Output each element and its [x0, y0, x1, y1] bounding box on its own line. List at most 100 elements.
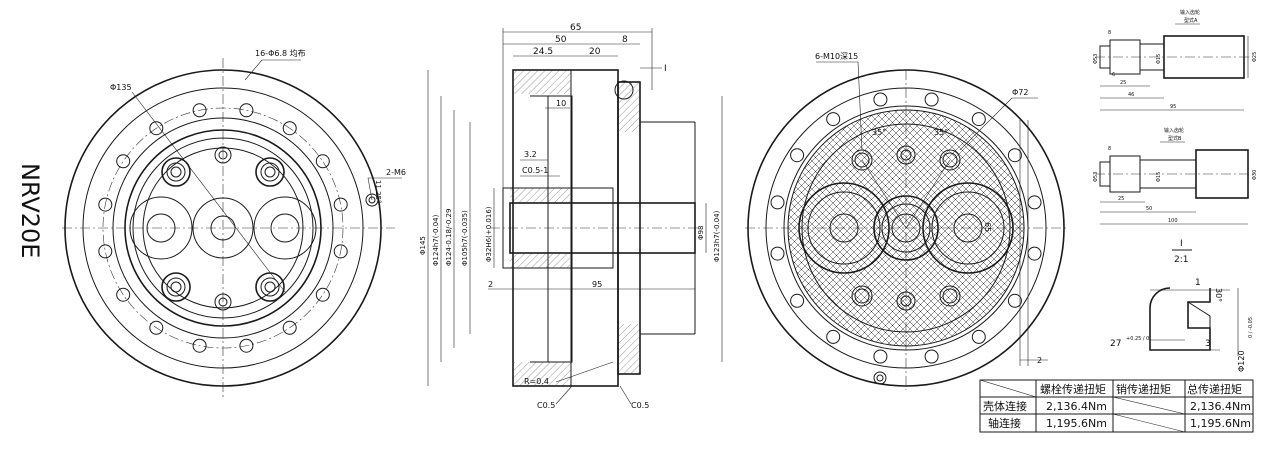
rear-view: 6-M10深15 Φ72 35° 35° 65 2 — [745, 52, 1068, 390]
angle-right: 35° — [934, 128, 948, 137]
bolt-hole — [149, 320, 164, 335]
detail-dim-3: 3 — [1205, 339, 1211, 349]
dim-10: 10 — [556, 99, 566, 108]
shaft-a-dim-8: 8 — [1108, 30, 1111, 36]
table-cell: 1,195.6Nm — [1190, 417, 1251, 430]
shaft-a-dim-46: 46 — [1128, 92, 1134, 98]
bolt-hole — [826, 112, 841, 127]
bolt-hole — [333, 197, 348, 212]
shaft-a-dim-25: 25 — [1120, 80, 1126, 86]
chamfer-c05-1: C0.5-1 — [522, 166, 548, 175]
bolt-hole — [333, 244, 348, 259]
dia-72-label: Φ72 — [1012, 88, 1028, 97]
bolt-hole — [315, 287, 330, 302]
chamfer-left: C0.5 — [537, 401, 555, 410]
bolt-hole — [790, 148, 805, 163]
bolt-hole — [1007, 148, 1022, 163]
table-row-label: 轴连接 — [988, 416, 1021, 430]
bolt-hole — [239, 338, 254, 353]
dia-124: Φ124-0.18/-0.29 — [445, 209, 453, 266]
dia-124h7: Φ124h7(-0.04) — [432, 214, 440, 266]
shaft-b-dia-15: Φ15 — [1156, 172, 1162, 182]
shaft-type-a: 输入齿轮 型式A 8 Φ53 6 Φ15 25 46 95 Φ25 — [1093, 9, 1258, 111]
table-header-pin: 销传递扭矩 — [1116, 382, 1171, 396]
shaft-a-dim-6: 6 — [1112, 72, 1115, 78]
dia-123h7: Φ123h7(-0.04) — [713, 210, 721, 262]
table-cell: 1,195.6Nm — [1046, 417, 1107, 430]
tap-note-m10: 6-M10深15 — [815, 52, 858, 61]
detail-angle: 30° — [1214, 288, 1223, 302]
bolt-hole — [98, 197, 113, 212]
detail-dia-120: Φ120 — [1237, 350, 1246, 372]
shaft-b-title-1: 输入齿轮 — [1164, 127, 1184, 134]
bolt-hole — [971, 329, 986, 344]
bolt-hole — [239, 103, 254, 118]
bolt-hole — [282, 121, 297, 136]
dim-20: 20 — [589, 47, 601, 57]
bolt-hole — [282, 320, 297, 335]
bolt-hole — [315, 154, 330, 169]
shaft-type-b: 输入齿轮 型式B 8 Φ53 Φ15 25 50 100 Φ30 — [1093, 127, 1258, 225]
dia-105h7: Φ105h7(-0.035) — [461, 210, 469, 266]
shaft-a-dim-95: 95 — [1170, 104, 1176, 110]
bolt-hole — [116, 287, 131, 302]
angle-note: 11.25° — [374, 180, 382, 204]
dim-50: 50 — [555, 35, 567, 45]
dia-145: Φ145 — [419, 236, 427, 255]
shaft-b-dia-53: Φ53 — [1093, 172, 1099, 182]
dim-8: 8 — [622, 35, 628, 45]
bolt-hole — [1027, 195, 1042, 210]
dia-32h6: Φ32H6(+0.016) — [485, 206, 493, 262]
detail-i: I 2:1 1 30° 27 +0.25 / 0 3 Φ120 0 / -0.0… — [1110, 239, 1254, 372]
bolt-hole — [192, 103, 207, 118]
shaft-b-dim-25: 25 — [1118, 196, 1124, 202]
bolt-hole — [192, 338, 207, 353]
bolt-hole — [924, 349, 939, 364]
bolt-hole — [1027, 246, 1042, 261]
bolt-hole — [873, 349, 888, 364]
table-row-label: 壳体连接 — [983, 399, 1027, 413]
detail-scale: 2:1 — [1174, 255, 1188, 265]
bolt-hole — [116, 154, 131, 169]
bolt-hole — [971, 112, 986, 127]
detail-dim-27: 27 — [1110, 339, 1121, 349]
detail-tol-27: +0.25 / 0 — [1126, 336, 1149, 342]
bolt-hole — [1007, 293, 1022, 308]
table-header-total: 总传递扭矩 — [1187, 382, 1242, 396]
dim-95: 95 — [592, 280, 602, 289]
detail-mark-1: 1 — [1195, 278, 1201, 288]
model-label: NRV20E — [16, 163, 44, 258]
bolt-holes — [98, 103, 348, 353]
bolt-hole — [149, 121, 164, 136]
shaft-a-dia-53: Φ53 — [1093, 54, 1099, 64]
shaft-b-dia-30: Φ30 — [1252, 170, 1258, 180]
angle-left: 35° — [872, 128, 886, 137]
table-cell: 2,136.4Nm — [1046, 400, 1107, 413]
bolt-hole — [98, 244, 113, 259]
front-view: 16-Φ6.8 均布 Φ135 2-M6 11.25° — [62, 48, 406, 398]
shaft-a-title-1: 输入齿轮 — [1180, 9, 1200, 16]
torque-table: 螺栓传递扭矩 销传递扭矩 总传递扭矩 壳体连接 2,136.4Nm 2,136.… — [979, 379, 1254, 433]
shaft-b-dim-50: 50 — [1146, 206, 1152, 212]
table-cell: 2,136.4Nm — [1190, 400, 1251, 413]
dim-3-2: 3.2 — [524, 150, 537, 159]
shaft-b-title-2: 型式B — [1168, 135, 1182, 142]
radius-note: R=0.4 — [524, 377, 549, 386]
bolt-hole — [873, 92, 888, 107]
bolt-hole — [826, 329, 841, 344]
detail-label: I — [1180, 239, 1183, 249]
table-header-bolt: 螺栓传递扭矩 — [1040, 382, 1106, 396]
detail-tol-120: 0 / -0.05 — [1248, 317, 1254, 338]
bolt-holes-rear — [770, 92, 1042, 364]
shaft-a-dia-25: Φ25 — [1252, 52, 1258, 62]
dim-65-rear: 65 — [983, 222, 992, 232]
dim-2-rear: 2 — [1037, 356, 1042, 365]
bolt-hole — [770, 246, 785, 261]
bolt-hole — [790, 293, 805, 308]
chamfer-right: C0.5 — [631, 401, 649, 410]
detail-ref: I — [664, 64, 667, 74]
shaft-b-dim-8: 8 — [1108, 146, 1111, 152]
shaft-b-dim-100: 100 — [1168, 218, 1178, 224]
dim-24-5: 24.5 — [533, 47, 553, 57]
